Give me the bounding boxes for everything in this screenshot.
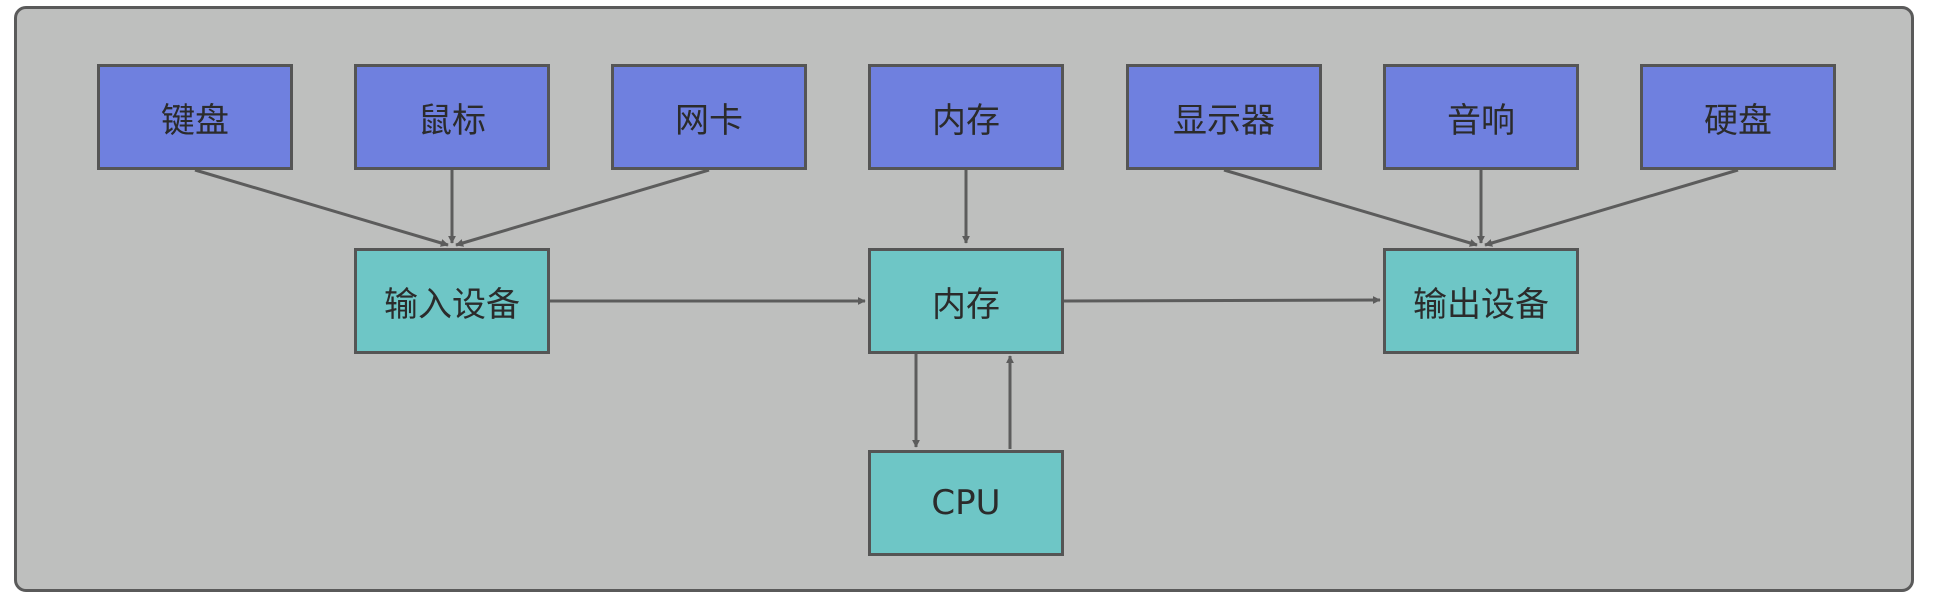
disk-label: 硬盘 (1704, 100, 1772, 141)
speaker-box: 音响 (1383, 64, 1579, 170)
display-label: 显示器 (1173, 100, 1275, 141)
arrow-nic-to-input (455, 168, 710, 247)
core-memory-box: 内存 (868, 248, 1064, 354)
output-device-label: 输出设备 (1413, 284, 1549, 325)
cpu-box: CPU (868, 450, 1064, 556)
keyboard-box: 键盘 (97, 64, 293, 170)
core-memory-label: 内存 (932, 284, 1000, 325)
mouse-box: 鼠标 (354, 64, 550, 170)
nic-box: 网卡 (611, 64, 807, 170)
mouse-label: 鼠标 (418, 100, 486, 141)
input-device-label: 输入设备 (384, 284, 520, 325)
display-box: 显示器 (1126, 64, 1322, 170)
nic-label: 网卡 (675, 100, 743, 141)
memory-device-label: 内存 (932, 100, 1000, 141)
arrow-memory-to-output (1063, 296, 1381, 305)
disk-box: 硬盘 (1640, 64, 1836, 170)
speaker-label: 音响 (1447, 100, 1515, 141)
arrow-display-to-output (1223, 168, 1478, 247)
memory-device-box: 内存 (868, 64, 1064, 170)
arrow-keyboard-to-input (194, 168, 449, 247)
keyboard-label: 键盘 (161, 100, 229, 141)
arrow-disk-to-output (1484, 168, 1739, 247)
input-device-box: 输入设备 (354, 248, 550, 354)
cpu-label: CPU (931, 483, 1001, 523)
output-device-box: 输出设备 (1383, 248, 1579, 354)
